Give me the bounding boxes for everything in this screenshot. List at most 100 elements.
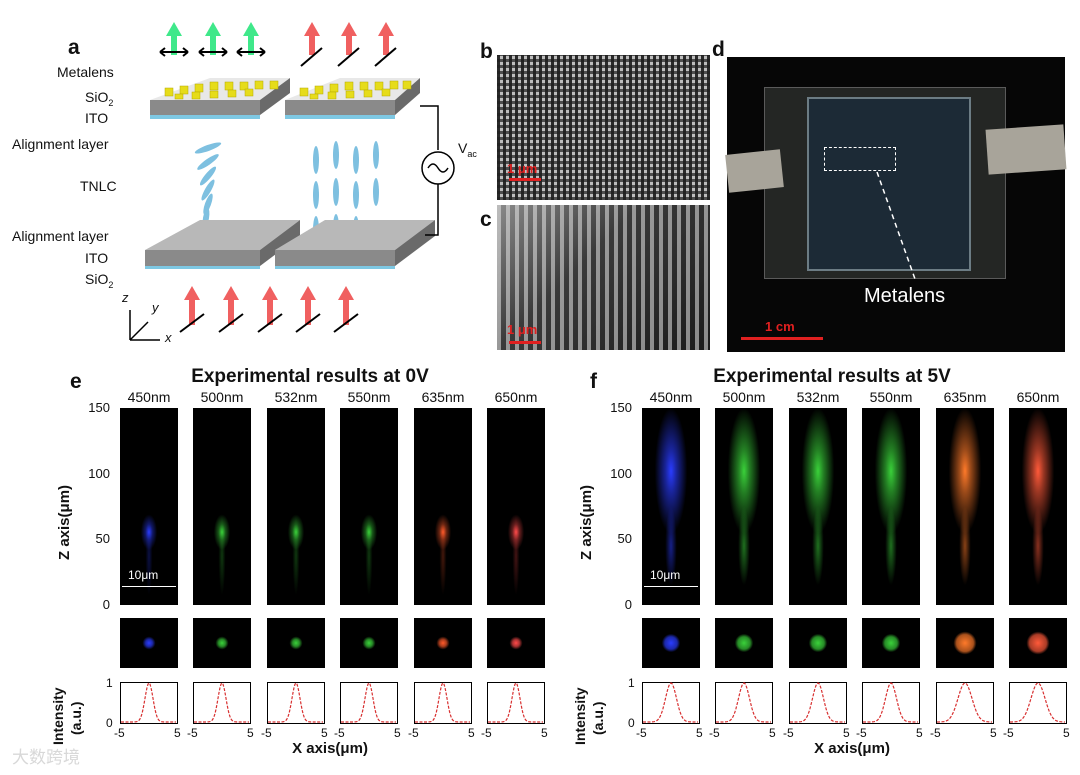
axis-z-label: z xyxy=(122,290,129,305)
x-tick-label: -5 xyxy=(114,726,125,740)
x-tick-label: -5 xyxy=(783,726,794,740)
panel-a-label: a xyxy=(68,36,80,59)
panel-c-label: c xyxy=(480,208,492,231)
intensity-profile-plot xyxy=(340,682,398,724)
plot-frame xyxy=(936,682,994,724)
x-tick-label: -5 xyxy=(709,726,720,740)
focal-spot-image xyxy=(936,618,994,668)
focal-spot-image xyxy=(193,618,251,668)
x-tick-label: 5 xyxy=(843,726,850,740)
scale-bar-10um xyxy=(122,586,176,587)
intensity-curve xyxy=(1010,682,1065,723)
x-tick-label: 5 xyxy=(696,726,703,740)
scale-bar-c xyxy=(509,341,541,344)
intensity-curve xyxy=(415,682,470,723)
plot-frame xyxy=(642,682,700,724)
voltage-source-circuit xyxy=(420,105,455,236)
intensity-profile-plot xyxy=(1009,682,1067,724)
intensity-tick-0: 0 xyxy=(628,716,635,730)
coordinate-axes xyxy=(129,310,160,341)
x-tick-label: -5 xyxy=(261,726,272,740)
intensity-curve xyxy=(937,682,992,723)
plot-frame xyxy=(340,682,398,724)
intensity-axis-title: Intensity xyxy=(50,687,66,745)
intensity-curve xyxy=(488,682,543,723)
intensity-profile-plot xyxy=(789,682,847,724)
watermark: 大数跨境 xyxy=(12,748,80,767)
focal-longitudinal-image xyxy=(1009,408,1067,605)
scale-label-c: 1 μm xyxy=(507,322,538,337)
alignment-layer-top-label: Alignment layer xyxy=(12,136,109,152)
ito-top-label: ITO xyxy=(85,110,109,126)
focal-longitudinal-image xyxy=(193,408,251,605)
focal-spot-image xyxy=(487,618,545,668)
axis-x-label: x xyxy=(165,330,172,345)
focal-spot-image xyxy=(642,618,700,668)
tnlc-label: TNLC xyxy=(80,178,117,194)
wavelength-label: 650nm xyxy=(494,389,538,405)
x-axis-title: X axis(μm) xyxy=(814,740,890,757)
ito-bottom-label: ITO xyxy=(85,250,109,266)
focal-longitudinal-image xyxy=(487,408,545,605)
intensity-tick-1: 1 xyxy=(106,676,113,690)
x-tick-label: -5 xyxy=(187,726,198,740)
focal-longitudinal-image xyxy=(340,408,398,605)
intensity-profile-plot xyxy=(193,682,251,724)
focal-longitudinal-image xyxy=(936,408,994,605)
plot-frame xyxy=(414,682,472,724)
plot-frame xyxy=(1009,682,1067,724)
x-tick-label: -5 xyxy=(1003,726,1014,740)
plot-frame xyxy=(193,682,251,724)
red-arrows-top xyxy=(304,22,394,55)
scale-bar-d xyxy=(741,337,823,340)
intensity-tick-0: 0 xyxy=(106,716,113,730)
intensity-curve xyxy=(268,682,323,723)
z-tick-label: 50 xyxy=(95,531,110,547)
focal-spot-image xyxy=(715,618,773,668)
panel-f-label: f xyxy=(590,370,597,393)
intensity-unit: (a.u.) xyxy=(590,701,606,735)
wavelength-label: 650nm xyxy=(1016,389,1060,405)
wavelength-label: 500nm xyxy=(722,389,766,405)
x-tick-label: 5 xyxy=(174,726,181,740)
intensity-unit: (a.u.) xyxy=(68,701,84,735)
sio2-bottom-label: SiO2 xyxy=(85,271,114,290)
plot-frame xyxy=(862,682,920,724)
scale-bar-b xyxy=(509,178,541,181)
intensity-curve xyxy=(716,682,771,723)
sio2-top-label: SiO2 xyxy=(85,89,114,108)
x-tick-label: -5 xyxy=(856,726,867,740)
wavelength-label: 500nm xyxy=(200,389,244,405)
z-tick-label: 50 xyxy=(617,531,632,547)
intensity-curve xyxy=(341,682,396,723)
panel-b-label: b xyxy=(480,40,493,63)
focal-longitudinal-image xyxy=(267,408,325,605)
red-arrows-bottom xyxy=(184,286,354,325)
intensity-profile-plot xyxy=(120,682,178,724)
bottom-plate-left xyxy=(145,220,300,269)
vac-label: Vac xyxy=(458,140,477,159)
focal-spot-image xyxy=(1009,618,1067,668)
z-tick-label: 100 xyxy=(88,465,110,481)
x-tick-label: 5 xyxy=(468,726,475,740)
metalens-blocks xyxy=(164,80,412,100)
metalens-box xyxy=(824,147,896,171)
intensity-axis-title: Intensity xyxy=(572,687,588,745)
device-photo: Metalens 1 cm xyxy=(725,57,1067,352)
intensity-tick-1: 1 xyxy=(628,676,635,690)
x-tick-label: -5 xyxy=(930,726,941,740)
panel-e-label: e xyxy=(70,370,82,393)
scale-label-10um: 10μm xyxy=(128,568,159,582)
scale-label-b: 1 μm xyxy=(507,161,538,176)
intensity-curve xyxy=(643,682,698,723)
top-plate-left xyxy=(150,78,290,119)
focal-longitudinal-image xyxy=(862,408,920,605)
focal-longitudinal-image xyxy=(414,408,472,605)
x-tick-label: 5 xyxy=(916,726,923,740)
plot-frame xyxy=(120,682,178,724)
focal-spot-image xyxy=(120,618,178,668)
x-tick-label: 5 xyxy=(321,726,328,740)
wavelength-label: 450nm xyxy=(127,389,171,405)
plot-frame xyxy=(267,682,325,724)
intensity-curve xyxy=(790,682,845,723)
